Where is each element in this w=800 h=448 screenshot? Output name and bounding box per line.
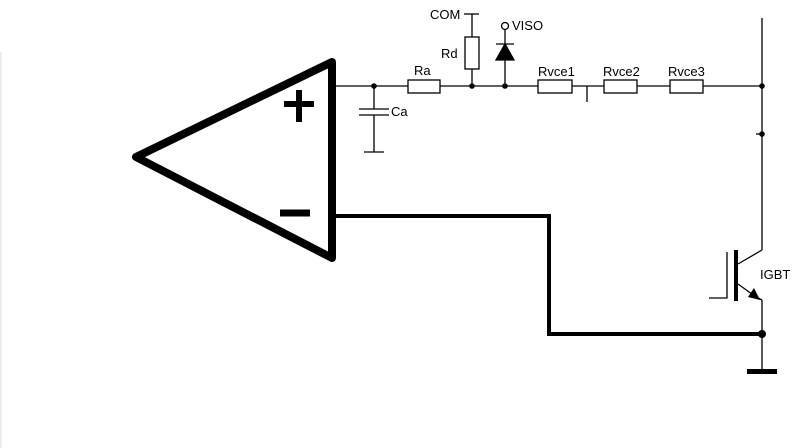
resistor-rvce1	[537, 79, 573, 94]
label-com: COM	[430, 7, 460, 22]
collector-rail	[756, 18, 763, 250]
igbt-emitter-arrow	[748, 288, 760, 300]
resistor-rvce2	[603, 79, 638, 94]
label-rd: Rd	[441, 46, 458, 61]
comparator	[132, 58, 336, 262]
label-igbt: IGBT	[760, 267, 790, 282]
resistor-rd-branch	[464, 13, 480, 86]
label-rvce3: Rvce3	[668, 64, 705, 79]
resistor-rd	[464, 36, 480, 70]
capacitor-ca	[359, 86, 389, 153]
label-rvce1: Rvce1	[538, 64, 575, 79]
label-rvce2: Rvce2	[603, 64, 640, 79]
ground-symbol	[747, 334, 777, 374]
label-ca: Ca	[391, 104, 408, 119]
diode-viso-branch	[494, 21, 516, 86]
label-ra: Ra	[414, 63, 431, 78]
label-viso: VISO	[512, 18, 543, 33]
inverting-input-wire	[336, 214, 762, 336]
comparator-triangle	[132, 58, 336, 262]
resistor-rvce3	[669, 79, 704, 94]
diode-symbol	[494, 42, 516, 61]
resistor-ra	[407, 79, 441, 94]
